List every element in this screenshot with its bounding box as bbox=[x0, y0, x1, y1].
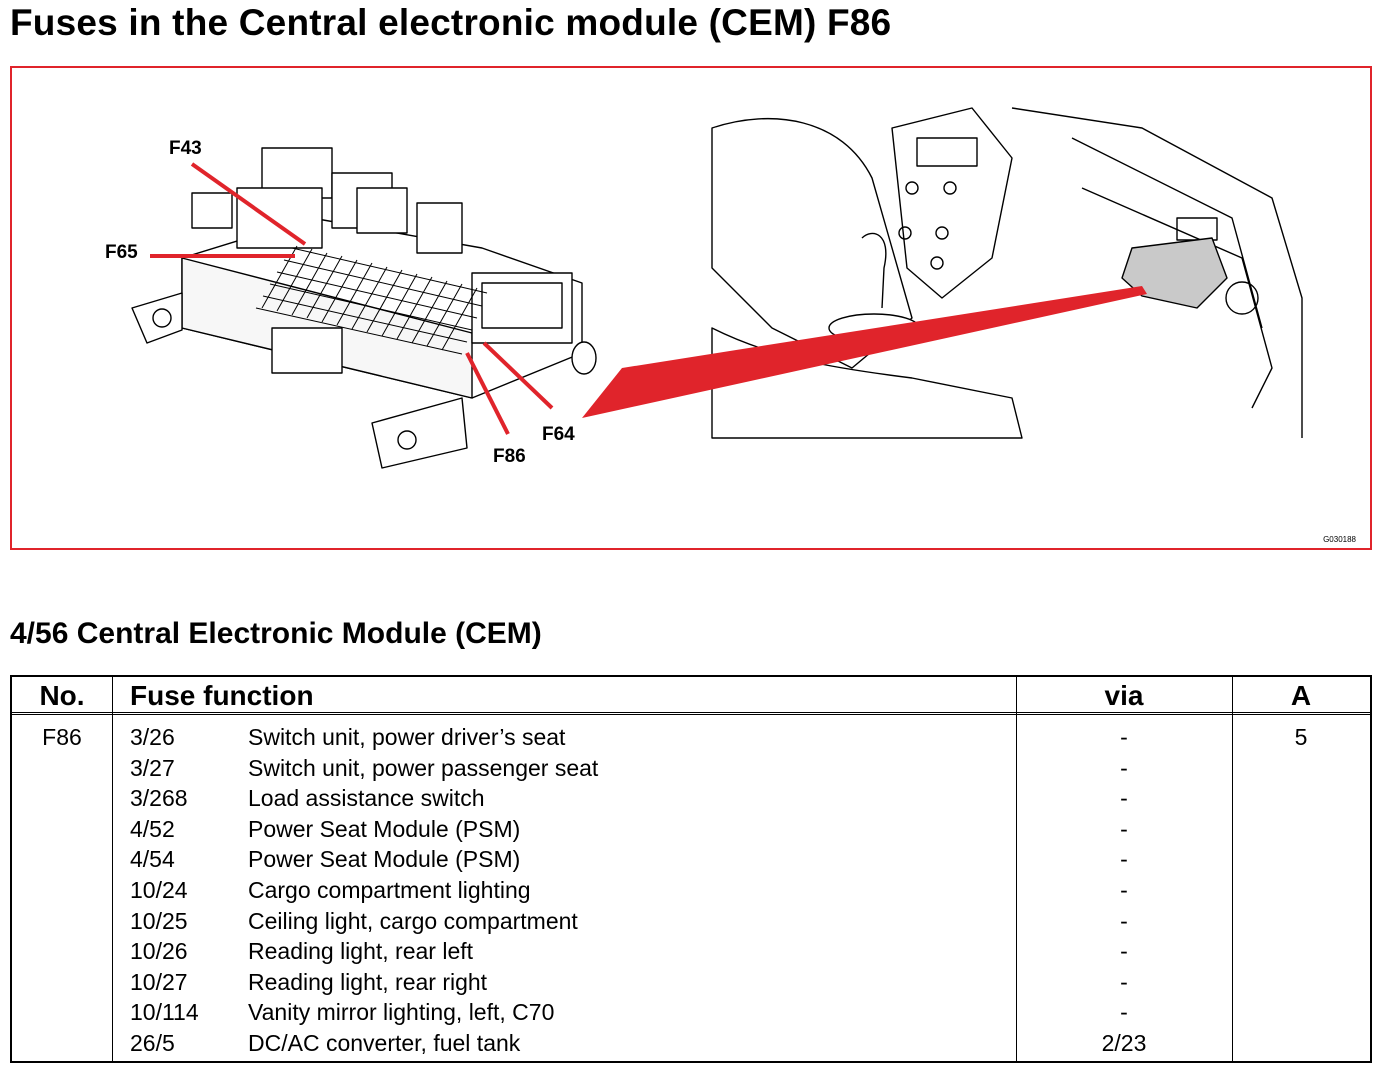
cell-function: Load assistance switch bbox=[248, 785, 485, 812]
cell-via: - bbox=[1120, 907, 1128, 934]
cell-function: Switch unit, power driver’s seat bbox=[248, 724, 566, 750]
cell-function: Reading light, rear right bbox=[248, 968, 488, 995]
table-row: 10/27 Reading light, rear right - bbox=[12, 967, 1370, 998]
cell-ref: 3/26 bbox=[130, 724, 175, 750]
table-row: 10/24 Cargo compartment lighting - bbox=[12, 875, 1370, 906]
table-row: 10/26 Reading light, rear left - bbox=[12, 936, 1370, 967]
table-row: 4/54 Power Seat Module (PSM) - bbox=[12, 844, 1370, 875]
header-amp: A bbox=[1232, 677, 1370, 715]
cell-via: - bbox=[1120, 876, 1128, 903]
cell-ref: 3/268 bbox=[130, 785, 188, 812]
cell-no: F86 bbox=[42, 724, 82, 750]
fuse-box-illustration bbox=[131, 107, 1303, 469]
table-row: 26/5 DC/AC converter, fuel tank 2/23 bbox=[12, 1028, 1370, 1059]
section-title: 4/56 Central Electronic Module (CEM) bbox=[10, 617, 542, 650]
cell-function: Vanity mirror lighting, left, C70 bbox=[248, 999, 555, 1026]
cell-via: - bbox=[1120, 754, 1128, 781]
callout-f43: F43 bbox=[169, 138, 202, 159]
cell-ref: 4/52 bbox=[130, 815, 175, 842]
cell-via: 2/23 bbox=[1101, 1029, 1147, 1056]
cell-function: Ceiling light, cargo compartment bbox=[248, 907, 578, 934]
header-via: via bbox=[1016, 677, 1232, 715]
cell-ref: 26/5 bbox=[130, 1029, 175, 1056]
cell-ref: 10/24 bbox=[130, 876, 188, 903]
column-divider bbox=[1016, 677, 1017, 1061]
page-title: Fuses in the Central electronic module (… bbox=[10, 2, 892, 43]
cell-ref: 10/25 bbox=[130, 907, 188, 934]
column-divider bbox=[112, 677, 113, 1061]
cell-via: - bbox=[1120, 724, 1128, 750]
cell-function: Cargo compartment lighting bbox=[248, 876, 531, 903]
cell-via: - bbox=[1120, 815, 1128, 842]
cell-via: - bbox=[1120, 785, 1128, 812]
callout-f86: F86 bbox=[493, 446, 526, 467]
cell-function: Power Seat Module (PSM) bbox=[248, 815, 521, 842]
table-row: F86 3/26 Switch unit, power driver’s seat -… bbox=[12, 722, 1370, 753]
cell-via: - bbox=[1120, 938, 1128, 965]
cell-via: - bbox=[1120, 846, 1128, 873]
table-body: F86 3/26 Switch unit, power driver’s seat -… bbox=[12, 722, 1370, 1059]
table-row: 3/27 Switch unit, power passenger seat - bbox=[12, 753, 1370, 784]
table-row: 3/268 Load assistance switch - bbox=[12, 783, 1370, 814]
column-divider bbox=[1232, 677, 1233, 1061]
table-row: 4/52 Power Seat Module (PSM) - bbox=[12, 814, 1370, 845]
cell-ref: 4/54 bbox=[130, 846, 175, 873]
figure-code: G030188 bbox=[1323, 535, 1356, 544]
cell-via: - bbox=[1120, 968, 1128, 995]
fuse-location-figure: F43 F65 F86 F64 G030188 bbox=[10, 66, 1372, 550]
cell-ref: 10/114 bbox=[130, 999, 199, 1026]
table-row: 10/25 Ceiling light, cargo compartment - bbox=[12, 906, 1370, 937]
cell-ref: 3/27 bbox=[130, 754, 175, 781]
callout-f64: F64 bbox=[542, 424, 575, 445]
cell-via: - bbox=[1120, 999, 1128, 1026]
cell-ref: 10/26 bbox=[130, 938, 188, 965]
cell-ref: 10/27 bbox=[130, 968, 188, 995]
cell-function: DC/AC converter, fuel tank bbox=[248, 1029, 521, 1056]
cell-function: Power Seat Module (PSM) bbox=[248, 846, 521, 873]
callout-f65: F65 bbox=[105, 242, 138, 263]
table-row: 10/114 Vanity mirror lighting, left, C70 - bbox=[12, 997, 1370, 1028]
header-no: No. bbox=[12, 677, 112, 715]
cell-function: Switch unit, power passenger seat bbox=[248, 754, 599, 781]
cell-function: Reading light, rear left bbox=[248, 938, 474, 965]
header-function: Fuse function bbox=[112, 677, 1016, 715]
cell-amp: 5 bbox=[1294, 724, 1308, 750]
